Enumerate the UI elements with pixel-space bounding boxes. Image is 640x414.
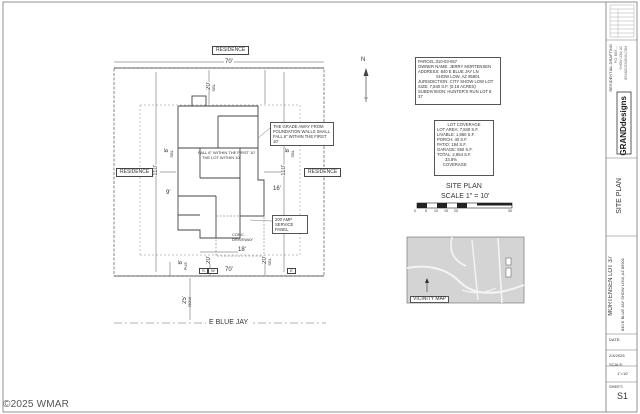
lot-coverage-line: GARAGE: 550 S.F.	[437, 147, 473, 152]
bottom-marker-w: W	[208, 268, 218, 274]
grade-note-left-2: THE LOT WITHIN 10'	[202, 155, 241, 160]
lot-coverage-box: LOT COVERAGE LOT AREA: 7,840 S.F. LIVABL…	[434, 120, 494, 176]
parcel-info-line: 37	[418, 94, 423, 99]
lot-coverage-line: LIVABLE: 1,860 S.F.	[437, 132, 475, 137]
sheet-number: S1	[617, 391, 629, 401]
parcel-info-line: PARCEL:310-03-057	[418, 59, 458, 64]
dim-side-left-sbl: SBL	[169, 150, 174, 158]
scale-bar-ticks: 0 5 10 15 20 30	[414, 209, 514, 215]
vicinity-map-label: VICINITY MAP	[410, 296, 450, 303]
parcel-info-line: ADDRESS: 840 E BLUE JAY LN	[418, 69, 479, 74]
firm-line: P.O. BOX ...	[614, 46, 618, 64]
date-label: DATE:	[609, 337, 621, 342]
parcel-info-line: SIZE: 7,840 S.F. (0.18 ACRES)	[418, 84, 476, 89]
project-address: 840 E BLUE JAY SHOW LOW, AZ 85901	[620, 258, 625, 331]
parcel-info-line: SHOW LOW, AZ 85901	[436, 74, 480, 79]
lot-coverage-line: PATIO: 194 S.F.	[437, 142, 467, 147]
project-name: MORTENSEN LOT 37	[608, 256, 614, 316]
grade-note-left: FALL 6" WITHIN THE FIRST 10'	[198, 150, 256, 155]
dim-lot-depth-right: 110'	[281, 165, 287, 176]
parcel-info-box: PARCEL:310-03-057 OWNER NAME: JERRY MORT…	[415, 57, 501, 105]
north-label: N	[361, 57, 366, 63]
service-panel-note: 200 AMP SERVICE PANEL	[272, 215, 308, 234]
scale-tick: 30	[508, 209, 512, 213]
parcel-info-line: OWNER NAME: JERRY MORTENSEN	[418, 64, 492, 69]
neighbor-residence-left: RESIDENCE	[116, 168, 154, 177]
scale-value: 1"=10'	[617, 371, 629, 376]
grand-designs-logo: GRANDdesigns	[619, 96, 628, 156]
dim-front-right-sbl: SBL	[267, 258, 272, 266]
neighbor-residence-right: RESIDENCE	[304, 168, 342, 177]
house-footprint	[177, 95, 265, 239]
street-name: E BLUE JAY	[206, 319, 252, 326]
dim-driveway-18: 18'	[238, 247, 246, 253]
dim-lot-depth-left: 110'	[153, 165, 159, 176]
dim-bottom-left-pue: PUE	[183, 262, 188, 271]
scale-tick: 20	[454, 209, 458, 213]
firm-line: RESIDENTIAL DRAFTING	[608, 44, 613, 92]
dim-row-label: ROW	[187, 297, 192, 307]
scale-label: SCALE:	[609, 362, 624, 367]
dim-right-16: 16'	[273, 186, 281, 192]
sheet-title: SITE PLAN	[616, 178, 623, 214]
scale-tick: 15	[444, 209, 448, 213]
lot-coverage-line: PORCH: 40 S.F.	[437, 137, 468, 142]
parcel-info-line: SUBDIVISION: HUNTER'S RUN LOT 8	[418, 89, 492, 94]
site-plan-title: SITE PLAN	[446, 183, 482, 190]
driveway	[215, 215, 265, 257]
dim-lot-width-top: 70'	[224, 59, 234, 65]
dim-side-right-sbl: SBL	[290, 150, 295, 158]
lot-coverage-title: LOT COVERAGE	[447, 122, 481, 127]
scale-text: SCALE 1" = 10'	[441, 193, 490, 200]
dim-front-left-20: 20'	[206, 256, 212, 264]
dim-left-9: 9'	[166, 190, 171, 196]
parcel-info-line: JURISDICTION: CITY SHOW LOW LOT	[418, 79, 494, 84]
neighbor-residence-top: RESIDENCE	[212, 46, 250, 55]
lot-coverage-label: COVERAGE	[443, 162, 467, 167]
firm-line: GRANDDESIGNS.COM	[624, 46, 628, 81]
lot-coverage-line: LOT AREA: 7,840 S.F.	[437, 127, 479, 132]
date-value: 2/4/2025	[609, 353, 625, 358]
bottom-marker-e: E	[287, 268, 296, 274]
sheet-label: SHEET:	[609, 384, 624, 389]
bottom-marker-s: S	[199, 268, 208, 274]
scale-tick: 0	[414, 209, 416, 213]
driveway-label: CONC. DRIVEWAY	[232, 232, 253, 242]
dim-lot-width-bottom: 70'	[224, 267, 234, 273]
lot-coverage-percent: 33.8%	[445, 157, 457, 162]
scale-tick: 10	[434, 209, 438, 213]
copyright-watermark: ©2025 WMAR	[3, 399, 70, 410]
lot-coverage-line: TOTAL: 2,654 S.F.	[437, 152, 472, 157]
firm-line: SHOW LOW, AZ	[619, 46, 623, 70]
grade-note: THE GRADE AWAY FROM FOUNDATION WALLS SHA…	[270, 122, 334, 146]
dim-front-setback-top-sbl: SBL	[211, 84, 216, 92]
scale-tick: 5	[425, 209, 427, 213]
